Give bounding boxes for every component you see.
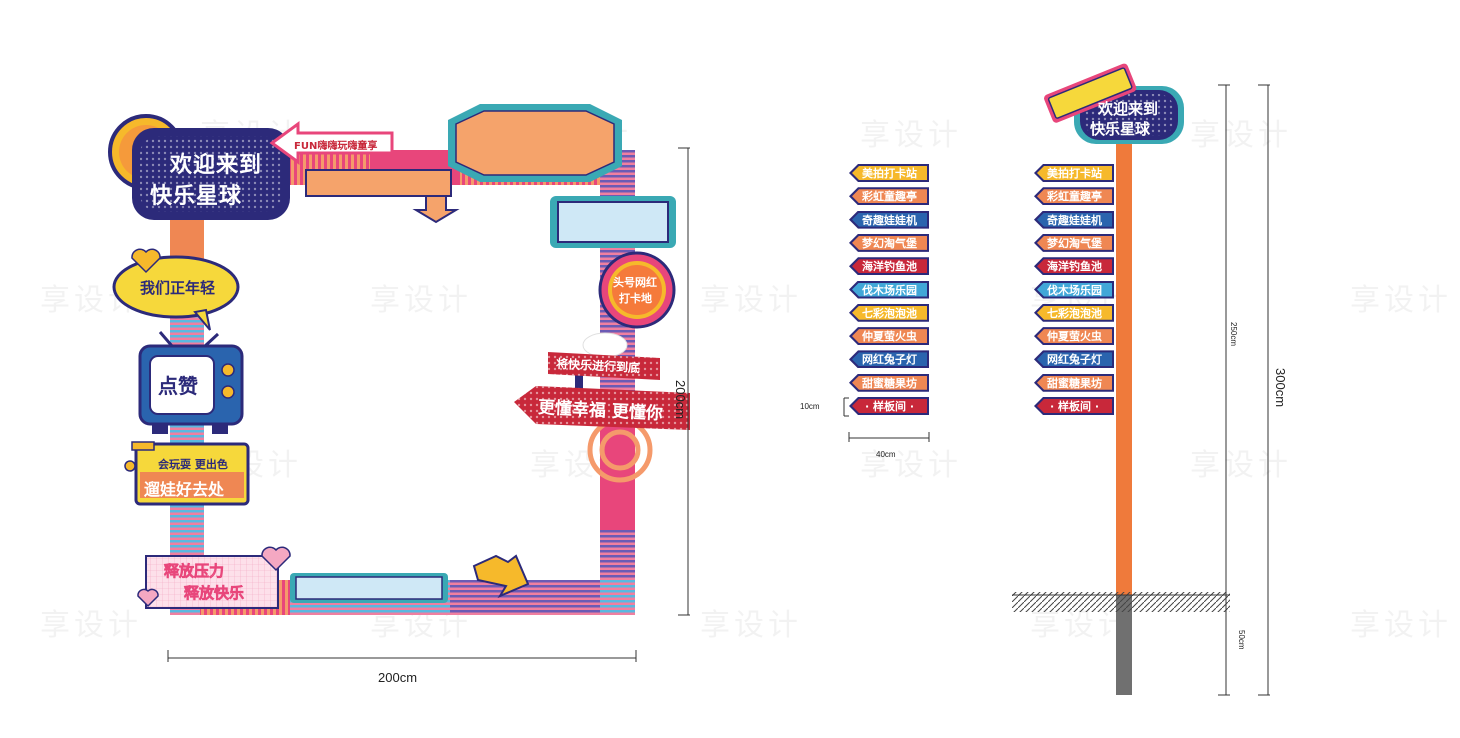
sign-board: 网红兔子灯 [1034, 350, 1114, 369]
signpost-head-line2: 快乐星球 [1090, 120, 1151, 138]
sign-board: 梦幻淘气堡 [1034, 233, 1114, 252]
signpost-full: 欢迎来到 快乐星球 美拍打卡站彩虹童趣亭奇趣娃娃机梦幻淘气堡海洋钓鱼池伐木场乐园… [1000, 50, 1300, 710]
sign-board: 甜蜜糖果坊 [1034, 373, 1114, 392]
badge-line1: 头号网红 [613, 276, 657, 289]
watermark: 享设计 [860, 118, 962, 153]
frame-artwork [108, 104, 690, 662]
detail-dimensions [843, 397, 930, 442]
sign-board: 彩虹童趣亭 [1034, 187, 1114, 206]
below-ground-label: 50cm [1237, 630, 1246, 650]
fun-arrow-label: FUN嗨嗨玩嗨童享 [294, 141, 378, 152]
badge-line2: 打卡地 [619, 292, 652, 305]
sign-board-label: 甜蜜糖果坊 [862, 376, 917, 390]
sign-board-label: 美拍打卡站 [1047, 167, 1102, 180]
sign-board-label: 网红兔子灯 [862, 353, 917, 367]
sign-board: 网红兔子灯 [849, 350, 929, 369]
sign-board-label: 七彩泡泡池 [1047, 306, 1102, 320]
watermark: 享设计 [1350, 283, 1452, 318]
watermark: 享设计 [700, 283, 802, 318]
sign-board-label: · 样板间 · [1049, 400, 1100, 413]
yellow-box-line1: 会玩耍 更出色 [158, 458, 228, 471]
above-ground-label: 250cm [1229, 322, 1238, 347]
sign-board-label: 甜蜜糖果坊 [1047, 376, 1102, 390]
sign-board-label: · 样板间 · [864, 400, 915, 413]
frame-height-label: 200cm [673, 380, 688, 420]
sign-board: 仲夏萤火虫 [849, 327, 929, 346]
sign-board-label: 仲夏萤火虫 [862, 330, 917, 344]
photo-frame: 欢迎来到 快乐星球 FUN嗨嗨玩嗨童享 我们正年轻 点赞 头号网红 打卡地 将快… [0, 0, 700, 738]
welcome-line1: 欢迎来到 [170, 153, 263, 178]
sign-board-label: 伐木场乐园 [862, 283, 917, 297]
sign-board-label: 彩虹童趣亭 [862, 190, 917, 204]
speech-bubble-text: 我们正年轻 [140, 279, 216, 297]
sign-board-label: 奇趣娃娃机 [862, 213, 917, 227]
signpost-detail: 美拍打卡站彩虹童趣亭奇趣娃娃机梦幻淘气堡海洋钓鱼池伐木场乐园七彩泡泡池仲夏萤火虫… [800, 160, 950, 470]
detail-width-label: 40cm [876, 450, 896, 459]
sign-board-label: 彩虹童趣亭 [1047, 190, 1102, 204]
sign-board: 海洋钓鱼池 [849, 257, 929, 276]
sign-board-label: 网红兔子灯 [1047, 353, 1102, 367]
sign-board-label: 海洋钓鱼池 [1047, 260, 1102, 274]
sign-board-label: 梦幻淘气堡 [1047, 236, 1102, 250]
sign-board: · 样板间 · [849, 397, 929, 415]
sign-board: 彩虹童趣亭 [849, 187, 929, 206]
watermark: 享设计 [700, 608, 802, 643]
signpost-artwork [1012, 63, 1270, 696]
sign-board: 甜蜜糖果坊 [849, 373, 929, 392]
sign-board-label: 海洋钓鱼池 [862, 260, 917, 274]
frame-width-label: 200cm [378, 670, 418, 685]
sign-board: 美拍打卡站 [849, 164, 929, 182]
sign-board: 美拍打卡站 [1034, 164, 1114, 182]
sign-board-label: 美拍打卡站 [862, 167, 917, 180]
signpost-head-line1: 欢迎来到 [1098, 100, 1159, 118]
detail-height-label: 10cm [800, 402, 820, 411]
sign-board-label: 七彩泡泡池 [862, 306, 917, 320]
yellow-box-line2: 遛娃好去处 [144, 480, 225, 499]
pink-box-line1: 释放压力 [164, 562, 225, 581]
sign-board: 伐木场乐园 [1034, 280, 1114, 299]
sign-board: 仲夏萤火虫 [1034, 327, 1114, 346]
tv-screen-text: 点赞 [158, 374, 198, 398]
sign-board-label: 伐木场乐园 [1047, 283, 1102, 297]
sign-board: 七彩泡泡池 [1034, 303, 1114, 322]
sign-board-label: 奇趣娃娃机 [1047, 213, 1102, 227]
pink-box-line2: 释放快乐 [184, 584, 245, 603]
total-height-label: 300cm [1273, 368, 1288, 408]
watermark: 享设计 [1350, 608, 1452, 643]
welcome-line2: 快乐星球 [150, 184, 243, 209]
sign-board: 伐木场乐园 [849, 280, 929, 299]
sign-board: 七彩泡泡池 [849, 303, 929, 322]
sign-board: · 样板间 · [1034, 397, 1114, 415]
sign-board: 海洋钓鱼池 [1034, 257, 1114, 276]
sign-board: 奇趣娃娃机 [849, 210, 929, 229]
sign-board: 梦幻淘气堡 [849, 233, 929, 252]
sign-board-label: 仲夏萤火虫 [1047, 330, 1102, 344]
sign-board: 奇趣娃娃机 [1034, 210, 1114, 229]
sign-board-label: 梦幻淘气堡 [862, 236, 917, 250]
